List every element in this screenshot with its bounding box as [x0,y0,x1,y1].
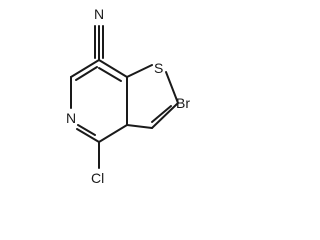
bond-c7a-s1 [126,64,153,78]
atom-label-ring-n: N [66,110,76,126]
bond-c7a-c7 [98,59,128,78]
bond-c2-c3-inner [151,105,172,123]
thiophene-ring [126,64,179,129]
atom-label-bromine: Br [176,95,190,111]
bond-c3-c3a [126,124,153,129]
bond-c7-c6-inner [75,66,98,81]
pyridine-ring [70,59,128,143]
bond-c7a-c7-inner [98,67,122,82]
bond-n5-c4 [76,128,100,143]
bond-c4-c3a [98,124,128,143]
bond-c7-c6 [70,59,100,78]
nitrile-triple-bond [94,25,104,61]
bond-c2-c3 [151,102,179,129]
atom-label-sulfur: S [154,60,163,76]
molecule-structure: N S Br N Cl [66,6,191,186]
bond-s1-c2 [165,71,179,104]
atom-label-chlorine: Cl [91,170,104,186]
atom-label-nitrile-n: N [94,6,104,22]
bond-c4-n5-inner [77,124,96,136]
